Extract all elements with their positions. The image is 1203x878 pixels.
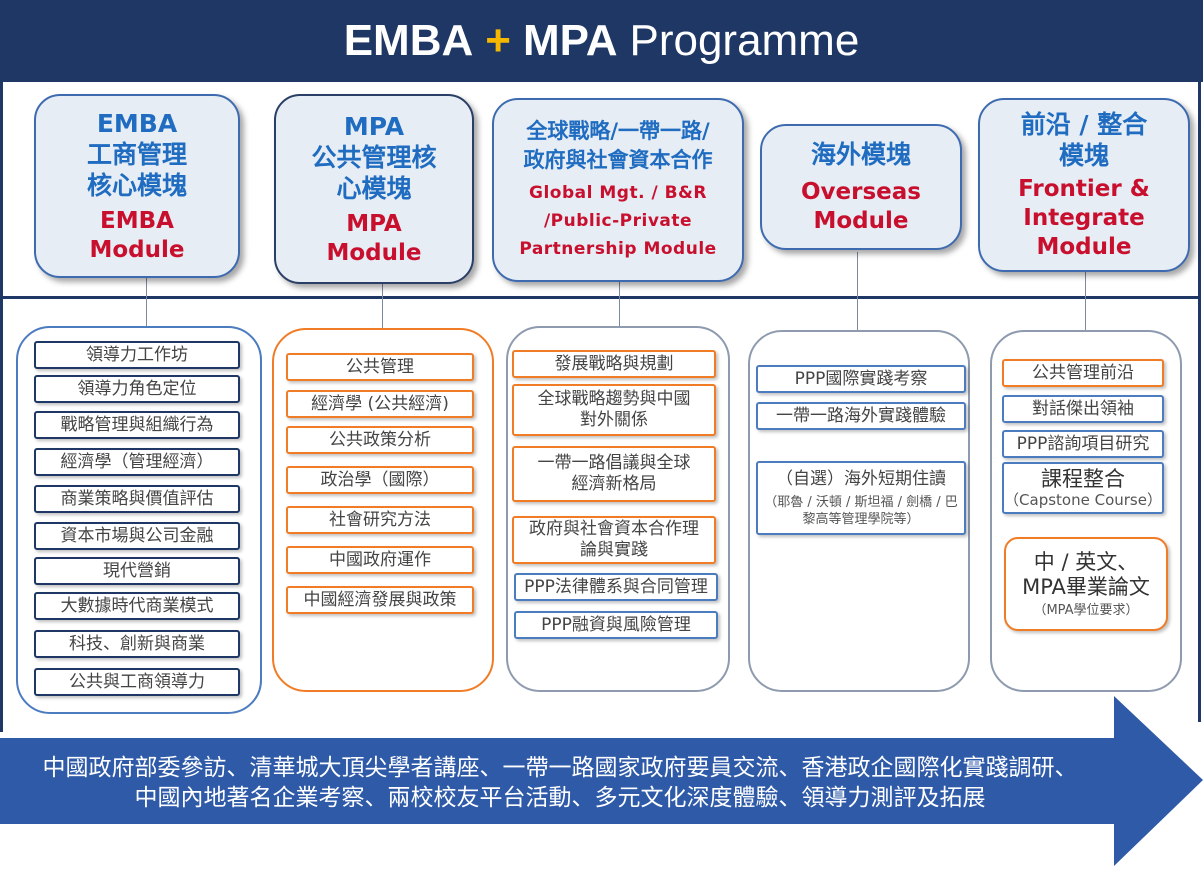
course-item-line: 課程整合 — [1041, 467, 1125, 491]
module-zh-line: 核心模塊 — [86, 170, 187, 200]
module-zh-line: 工商管理 — [86, 139, 187, 169]
connector-line — [146, 278, 147, 328]
course-item: 公共管理 — [286, 353, 474, 381]
course-item-note: （Capstone Course） — [1004, 491, 1162, 509]
arrow-shape — [0, 696, 1203, 866]
module-header-global-ppp: 全球戰略/一帶一路/ 政府與社會資本合作 Global Mgt. / B&R /… — [492, 98, 744, 282]
activities-line: 中國政府部委參訪、清華城大頂尖學者講座、一帶一路國家政府要員交流、香港政企國際化… — [42, 755, 1078, 781]
course-item: 現代營銷 — [34, 557, 240, 585]
course-item-line: 全球戰略趨勢與中國 — [537, 389, 691, 409]
module-zh-line: EMBA — [96, 108, 178, 138]
module-en-line: Module — [326, 239, 422, 266]
module-zh-line: 海外模塊 — [810, 139, 911, 169]
course-item: 政府與社會資本合作理 論與實踐 — [512, 516, 716, 564]
course-item-line: 對外關係 — [580, 410, 648, 430]
course-item: 領導力工作坊 — [34, 341, 240, 369]
course-item: 公共管理前沿 — [1002, 359, 1164, 387]
header-divider — [0, 296, 1201, 299]
module-en-line: Frontier & — [1018, 175, 1150, 202]
title-mpa: MPA — [522, 16, 618, 65]
course-item: 社會研究方法 — [286, 506, 474, 534]
course-item: PPP融資與風險管理 — [514, 611, 718, 639]
course-item: PPP法律體系與合同管理 — [514, 573, 718, 601]
course-item: 一帶一路海外實踐體驗 — [756, 402, 966, 430]
module-en-line: Partnership Module — [519, 239, 717, 259]
course-item: 資本市場與公司金融 — [34, 522, 240, 550]
course-item-note: （MPA學位要求） — [1033, 602, 1139, 618]
course-item: 一帶一路倡議與全球 經濟新格局 — [512, 446, 716, 502]
title-plus: + — [485, 16, 511, 65]
module-header-emba: EMBA 工商管理 核心模塊 EMBA Module — [34, 94, 240, 278]
course-item: 公共與工商領導力 — [34, 668, 240, 696]
course-item-line: 一帶一路倡議與全球 — [537, 453, 691, 473]
frame-right-border — [1198, 82, 1201, 722]
module-en-line: Module — [1036, 233, 1132, 260]
module-en-line: Module — [89, 236, 185, 263]
activities-line: 中國內地著名企業考察、兩校校友平台活動、多元文化深度體驗、領導力測評及拓展 — [134, 785, 986, 811]
module-zh-line: 公共管理核 — [311, 142, 437, 172]
course-item: （自選）海外短期住讀 （耶魯 / 沃頓 / 斯坦福 / 劍橋 / 巴 黎高等管理… — [756, 461, 966, 535]
course-item-line: 經濟新格局 — [571, 474, 657, 494]
module-header-overseas: 海外模塊 Overseas Module — [760, 124, 962, 250]
course-item-note: 黎高等管理學院等） — [802, 511, 920, 527]
module-zh-line: 模塊 — [1058, 140, 1109, 170]
connector-line — [857, 252, 858, 332]
module-zh-line: 全球戰略/一帶一路/ — [526, 119, 710, 143]
course-item: 經濟學 (公共經濟) — [286, 390, 474, 418]
connector-line — [382, 284, 383, 330]
course-item: 中國經濟發展與政策 — [286, 586, 474, 614]
course-item: 中 / 英文、 MPA畢業論文 （MPA學位要求） — [1004, 537, 1168, 631]
module-en-line: Global Mgt. / B&R — [529, 183, 707, 203]
course-item: 課程整合 （Capstone Course） — [1002, 462, 1164, 514]
course-item: 公共政策分析 — [286, 426, 474, 454]
course-item: PPP國際實踐考察 — [756, 365, 966, 393]
course-item-line: 中 / 英文、 — [1033, 549, 1139, 574]
course-item: 戰略管理與組織行為 — [34, 411, 240, 439]
course-item: 中國政府運作 — [286, 546, 474, 574]
activities-arrow — [0, 696, 1203, 866]
module-header-mpa: MPA 公共管理核 心模塊 MPA Module — [274, 94, 474, 284]
title-bar — [0, 0, 1203, 82]
module-zh-line: 心模塊 — [336, 173, 412, 203]
module-en-line: EMBA — [100, 207, 174, 234]
title-programme: Programme — [629, 16, 860, 65]
module-zh-line: 政府與社會資本合作 — [523, 148, 713, 172]
module-en-line: Integrate — [1023, 204, 1145, 231]
course-item: PPP諮詢項目研究 — [1002, 430, 1164, 458]
module-header-frontier: 前沿 / 整合 模塊 Frontier & Integrate Module — [978, 98, 1190, 272]
course-item: 科技、創新與商業 — [34, 630, 240, 658]
module-zh-line: MPA — [343, 111, 405, 141]
course-item-line: MPA畢業論文 — [1022, 574, 1150, 599]
frame-left-border — [0, 82, 3, 732]
module-en-line: Module — [813, 207, 909, 234]
page-title: EMBA + MPA Programme — [0, 0, 1203, 82]
course-item: 發展戰略與規劃 — [512, 350, 716, 378]
course-item-line: （自選）海外短期住讀 — [776, 468, 946, 489]
course-item: 全球戰略趨勢與中國 對外關係 — [512, 384, 716, 436]
course-item-line: 論與實踐 — [580, 540, 648, 560]
activities-text: 中國政府部委參訪、清華城大頂尖學者講座、一帶一路國家政府要員交流、香港政企國際化… — [0, 753, 1120, 813]
course-item-note: （耶魯 / 沃頓 / 斯坦福 / 劍橋 / 巴 — [764, 494, 958, 510]
course-item-line: 政府與社會資本合作理 — [529, 519, 699, 539]
course-item: 政治學（國際） — [286, 466, 474, 494]
connector-line — [1085, 272, 1086, 332]
course-item: 對話傑出領袖 — [1002, 395, 1164, 423]
module-en-line: MPA — [346, 210, 402, 237]
course-item: 商業策略與價值評估 — [34, 485, 240, 513]
module-zh-line: 前沿 / 整合 — [1020, 109, 1148, 139]
course-item: 大數據時代商業模式 — [34, 592, 240, 620]
title-emba: EMBA — [343, 16, 474, 65]
module-en-line: /Public-Private — [543, 211, 693, 231]
course-item: 領導力角色定位 — [34, 375, 240, 403]
module-en-line: Overseas — [801, 178, 921, 205]
connector-line — [619, 282, 620, 328]
course-item: 經濟學（管理經濟） — [34, 448, 240, 476]
